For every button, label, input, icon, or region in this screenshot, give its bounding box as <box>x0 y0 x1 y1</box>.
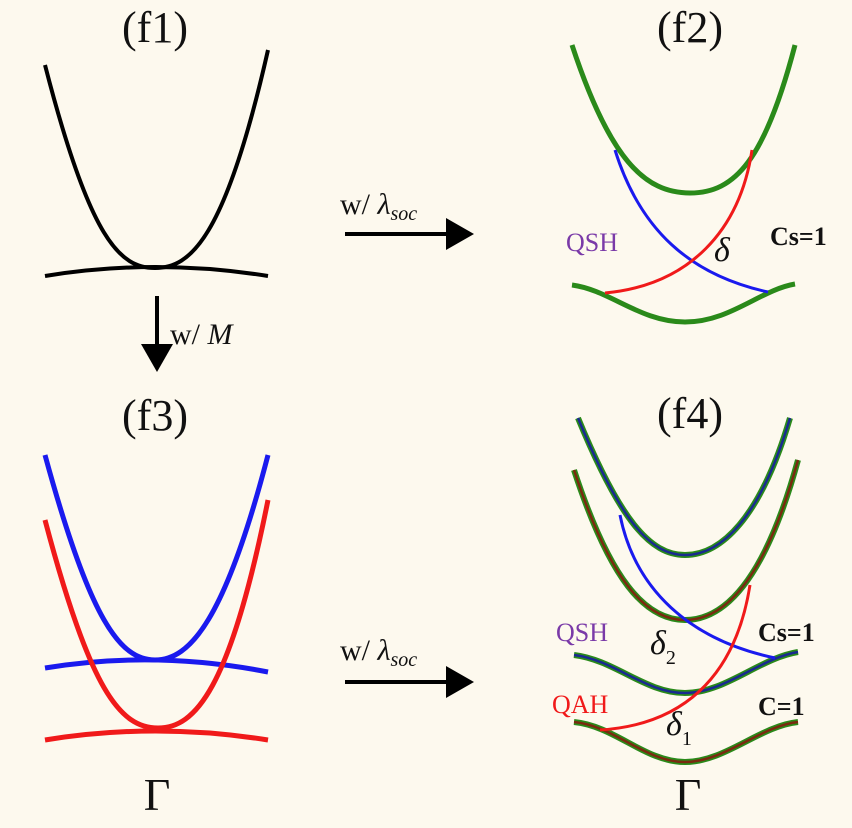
panel-label-f3: (f3) <box>122 391 188 440</box>
f3-red-flat <box>44 728 269 743</box>
panel-label-f4: (f4) <box>657 389 723 438</box>
delta-subscript: 1 <box>681 728 692 750</box>
soc-prefix: w/ <box>340 634 378 667</box>
delta-subscript: 2 <box>665 647 676 669</box>
m-label: w/ M <box>170 318 233 352</box>
f2-blue-edge-state <box>613 149 769 294</box>
soc-subscript: soc <box>390 203 418 225</box>
m-prefix: w/ <box>170 318 208 351</box>
delta-symbol: δ <box>650 625 666 662</box>
soc-subscript: soc <box>390 649 418 671</box>
panel-label-f1: (f1) <box>122 3 188 52</box>
f2-red-edge-state <box>604 149 754 295</box>
f4-red-edge-state <box>599 584 752 732</box>
soc-prefix: w/ <box>340 188 378 221</box>
f3-red-parabola <box>42 499 271 731</box>
f1-flat-band <box>44 265 269 278</box>
f4-qsh-label: QSH <box>556 618 609 647</box>
lambda-symbol: λ <box>377 188 391 221</box>
f4-blue-edge-state <box>618 514 776 660</box>
f4-cs-label: Cs=1 <box>758 618 815 647</box>
f1-parabola <box>43 49 270 271</box>
f4-qah-label: QAH <box>552 690 609 719</box>
f4-delta1-label: δ1 <box>666 706 692 751</box>
f4-c-label: C=1 <box>758 692 805 721</box>
f4-delta2-label: δ2 <box>650 625 676 670</box>
f2-qsh-label: QSH <box>566 228 619 257</box>
soc-label-bottom: w/ λsoc <box>340 634 417 672</box>
soc-label-top: w/ λsoc <box>340 188 417 226</box>
panel-label-f2: (f2) <box>657 3 723 52</box>
f2-delta-label: δ <box>714 232 730 269</box>
f2-upper-band <box>569 44 798 196</box>
f3-blue-flat <box>44 657 269 675</box>
f2-lower-band <box>571 281 796 325</box>
delta-symbol: δ <box>666 706 682 743</box>
m-symbol: M <box>207 318 233 351</box>
f2-cs-label: Cs=1 <box>770 222 827 251</box>
gamma-label-right: Γ <box>674 769 702 820</box>
lambda-symbol: λ <box>377 634 391 667</box>
gamma-label-left: Γ <box>143 769 171 820</box>
